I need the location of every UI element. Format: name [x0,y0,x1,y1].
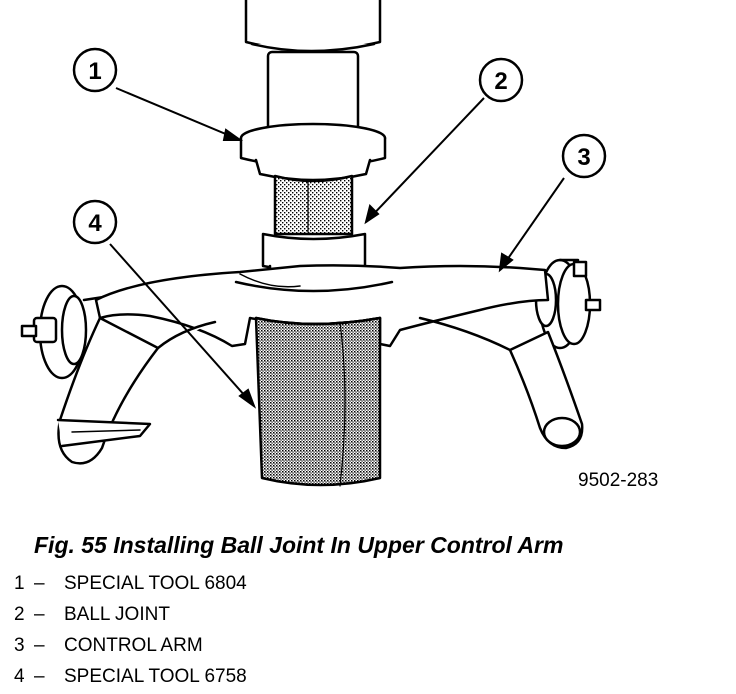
svg-text:3: 3 [577,144,590,171]
legend-item-label: BALL JOINT [64,604,170,625]
legend-item-separator: – [34,573,45,594]
leader-arrow-1 [222,128,244,141]
leader-line-3 [499,177,565,271]
legend-item-number: 2 [14,604,25,625]
legend-item: 2–BALL JOINT [14,599,247,630]
figure-caption: Fig. 55 Installing Ball Joint In Upper C… [34,532,564,558]
callout-1: 1 [72,47,118,93]
legend-item: 3–CONTROL ARM [14,630,247,661]
tool-6804-collar [239,122,387,182]
legend-item-separator: – [34,635,45,656]
callout-4: 4 [72,199,118,245]
legend-item-label: CONTROL ARM [64,635,203,656]
ball-joint-installation-illustration: 1 2 3 4 9502-283 [20,0,658,491]
leader-arrow-2 [364,204,380,225]
legend-item-number: 1 [14,573,25,594]
legend-item-number: 4 [14,666,25,687]
tool-6758-receiver [254,316,382,487]
legend-item-separator: – [34,604,45,625]
press-ram [244,0,382,53]
control-arm-body [94,264,550,352]
leader-lines [109,87,565,409]
tool-6804-spindle [266,50,360,134]
svg-text:2: 2 [494,68,507,95]
figure-code: 9502-283 [578,470,658,491]
control-arm-left-bushing [20,284,112,380]
leader-arrow-4 [238,388,257,409]
legend-item-label: SPECIAL TOOL 6804 [64,573,247,594]
control-arm-right-leg [508,330,584,450]
ball-joint-body [273,174,354,236]
legend-item-label: SPECIAL TOOL 6758 [64,666,247,687]
leader-line-1 [115,87,241,141]
leader-line-4 [109,243,255,407]
svg-text:4: 4 [88,210,102,237]
callout-2: 2 [478,57,524,103]
leader-line-2 [365,97,485,223]
leader-arrow-3 [498,252,514,273]
legend-item-number: 3 [14,635,25,656]
legend-item: 4–SPECIAL TOOL 6758 [14,661,247,692]
callout-legend: 1–SPECIAL TOOL 6804 2–BALL JOINT 3–CONTR… [14,568,247,692]
callout-3: 3 [561,133,607,179]
control-arm-left-leg [56,316,160,465]
legend-item-separator: – [34,666,45,687]
legend-item: 1–SPECIAL TOOL 6804 [14,568,247,599]
svg-text:1: 1 [88,58,101,85]
